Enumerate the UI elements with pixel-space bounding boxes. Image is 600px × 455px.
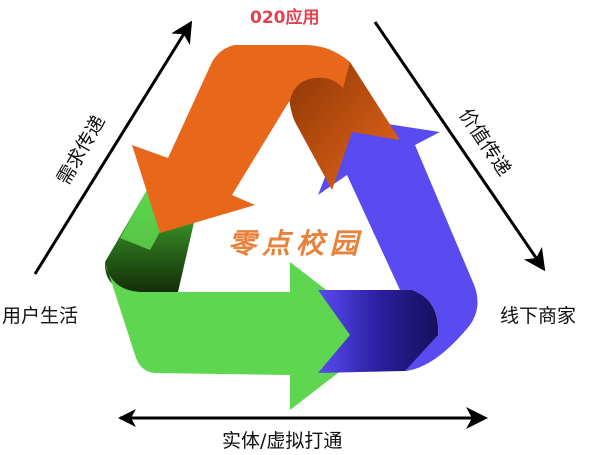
green-arrow-icon xyxy=(105,262,386,410)
orange-arrow-fold xyxy=(288,54,400,191)
node-offline-merchant: 线下商家 xyxy=(500,305,577,327)
orange-arrow-icon xyxy=(132,45,350,233)
bottom-edge-label: 实体/虚拟打通 xyxy=(222,430,343,452)
right-flow-arrow xyxy=(373,21,546,272)
diagram-title: 020应用 xyxy=(250,8,320,28)
left-flow-arrow xyxy=(33,20,193,275)
blue-arrow-fold xyxy=(318,290,439,373)
node-user-life: 用户生活 xyxy=(2,305,79,327)
blue-arrow-icon xyxy=(318,118,478,371)
center-brand: 零点校园 xyxy=(228,227,365,260)
